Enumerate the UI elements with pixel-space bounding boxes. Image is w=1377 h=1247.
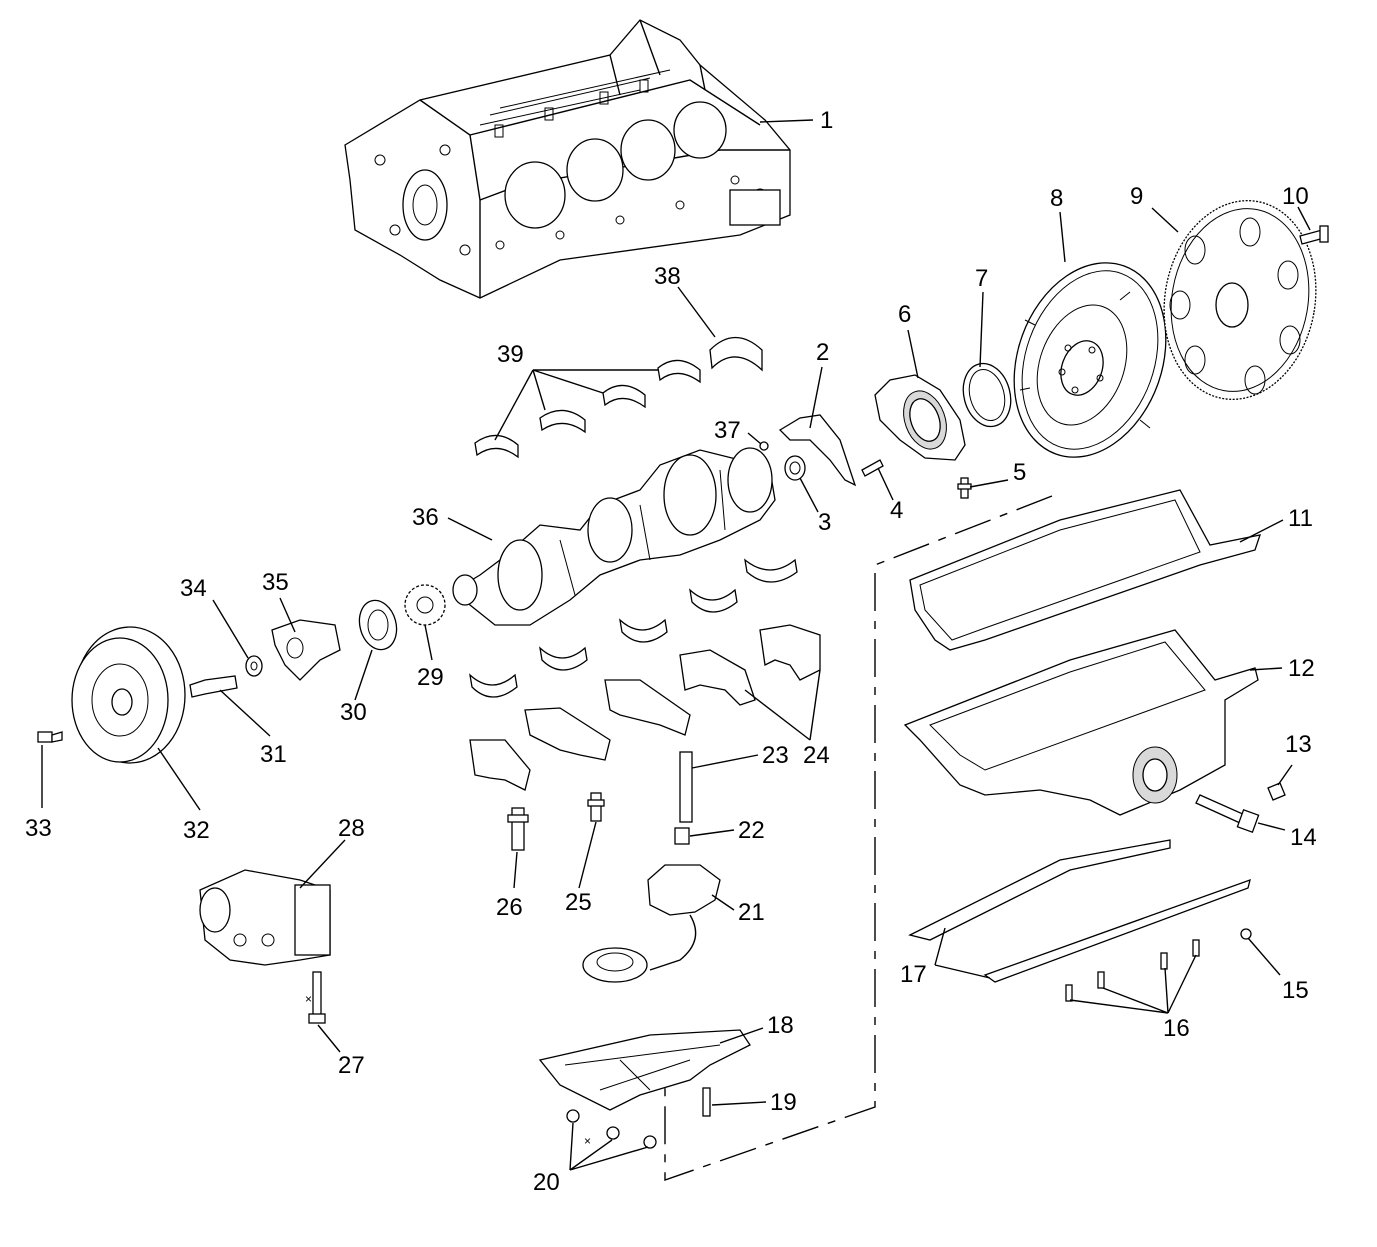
engine-block [344, 19, 791, 299]
rear-housing-gasket [778, 414, 857, 487]
callout-25: 25 [565, 889, 592, 916]
flywheel [1013, 262, 1167, 458]
callout-34: 34 [180, 575, 207, 602]
starter-bolt [308, 971, 326, 1024]
shield-bolt [702, 1087, 711, 1117]
callout-19: 19 [770, 1089, 797, 1116]
callout-22: 22 [738, 817, 765, 844]
callouts: 1 2 3 4 5 6 7 8 9 10 11 12 13 14 15 16 1… [25, 107, 1317, 1196]
callout-11: 11 [1288, 505, 1313, 532]
crankshaft [452, 447, 776, 626]
oil-pan-group-bracket [664, 495, 1053, 1181]
callout-37: 37 [714, 417, 741, 444]
pan-bolt-14 [1195, 794, 1260, 834]
rear-seal-housing [874, 374, 966, 461]
callout-30: 30 [340, 699, 367, 726]
callout-12: 12 [1288, 655, 1315, 682]
callout-7: 7 [975, 265, 988, 292]
pump-shaft [679, 751, 693, 823]
callout-38: 38 [654, 263, 681, 290]
callout-9: 9 [1130, 183, 1143, 210]
oil-deflector [358, 599, 398, 651]
shaft-retainer [674, 827, 690, 845]
main-bearing-caps [469, 624, 821, 791]
callout-18: 18 [767, 1012, 794, 1039]
flexplate [1163, 200, 1317, 400]
bolt-5 [957, 477, 972, 499]
shield-nuts [566, 1109, 657, 1149]
callout-4: 4 [890, 497, 903, 524]
callout-10: 10 [1282, 183, 1309, 210]
callout-16: 16 [1163, 1015, 1190, 1042]
cap-bolt-26 [507, 807, 529, 851]
main-bearing-upper [474, 359, 701, 459]
lower-pan-gasket [908, 839, 1251, 983]
callout-15: 15 [1282, 977, 1309, 1004]
thrust-bearing [709, 337, 763, 372]
cap-bolt-25 [587, 792, 605, 822]
rear-main-seal [962, 362, 1012, 428]
callout-17: 17 [900, 961, 927, 988]
callout-39: 39 [497, 341, 524, 368]
callout-28: 28 [338, 815, 365, 842]
washer [245, 655, 263, 677]
callout-26: 26 [496, 894, 523, 921]
callout-35: 35 [262, 569, 289, 596]
callout-13: 13 [1285, 731, 1312, 758]
callout-36: 36 [412, 504, 439, 531]
callout-21: 21 [738, 899, 765, 926]
leader-lines [41, 119, 1311, 1171]
callout-33: 33 [25, 815, 52, 842]
x-mark: × [584, 1134, 591, 1148]
crank-sprocket [404, 584, 446, 626]
callout-24: 24 [803, 742, 830, 769]
x-mark: × [305, 992, 312, 1006]
drain-plug [1267, 782, 1286, 801]
pan-bolts-16 [1065, 939, 1200, 1002]
callout-6: 6 [898, 301, 911, 328]
oil-pan [903, 629, 1259, 816]
stud-4 [861, 459, 884, 477]
callout-8: 8 [1050, 185, 1063, 212]
flexplate-bolt [1299, 225, 1329, 245]
crank-position-sensor [271, 619, 341, 681]
dowel-pin [759, 441, 769, 451]
pilot-bushing [784, 455, 806, 481]
main-bearing-lower [469, 558, 798, 698]
callout-27: 27 [338, 1052, 365, 1079]
callout-3: 3 [818, 509, 831, 536]
oil-pump [582, 864, 721, 983]
callout-20: 20 [533, 1169, 560, 1196]
starter-motor [199, 869, 331, 966]
oil-pan-gasket [909, 489, 1261, 651]
oil-pan-shield [538, 1029, 751, 1111]
callout-5: 5 [1013, 459, 1026, 486]
callout-31: 31 [260, 741, 287, 768]
bolt-33 [37, 731, 63, 743]
balancer-bolt [189, 675, 238, 698]
callout-1: 1 [820, 107, 833, 134]
harmonic-balancer [71, 626, 186, 764]
callout-2: 2 [816, 339, 829, 366]
callout-29: 29 [417, 664, 444, 691]
nut-15 [1240, 928, 1252, 940]
callout-32: 32 [183, 817, 210, 844]
callout-14: 14 [1290, 824, 1317, 851]
callout-23: 23 [762, 742, 789, 769]
